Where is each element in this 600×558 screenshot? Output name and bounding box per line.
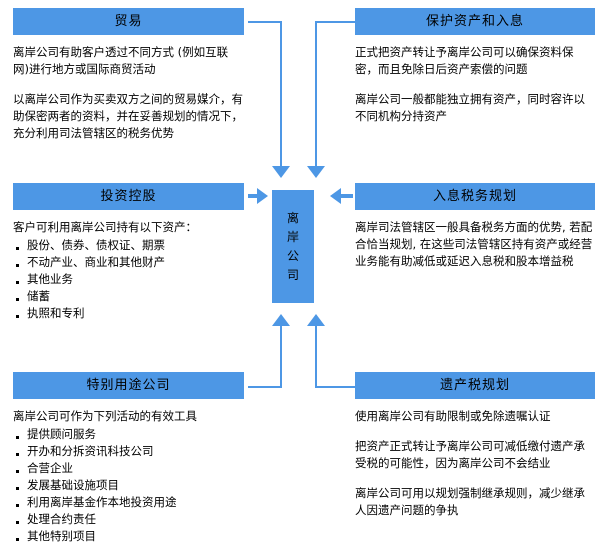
- panel-special-purpose-vehicle-lead: 离岸公司可作为下列活动的有效工具: [13, 409, 197, 423]
- list-item: 不动产业、商业和其他财产: [13, 254, 244, 271]
- list-item: 开办和分拆资讯科技公司: [13, 443, 244, 460]
- panel-estate-tax-planning-paragraph-3: 离岸公司可用以规划强制继承规则，减少继承人因遗产问题的争执: [355, 486, 585, 517]
- panel-estate-tax-planning-paragraph-2: 把资产正式转让予离岸公司可减低缴付遗产承受税的可能性，因为离岸公司不会结业: [355, 439, 585, 470]
- panel-special-purpose-vehicle-body: 离岸公司可作为下列活动的有效工具 提供顾问服务 开办和分拆资讯科技公司 合营企业…: [13, 399, 244, 545]
- panel-income-tax-planning-paragraph-1: 离岸司法管辖区一般具备税务方面的优势, 若配合恰当规划, 在这些司法管辖区持有资…: [355, 220, 593, 268]
- panel-investment-holding-lead: 客户可利用离岸公司持有以下资产：: [13, 220, 197, 234]
- panel-investment-holding-title: 投资控股: [13, 183, 244, 210]
- panel-trade-paragraph-2: 以离岸公司作为买卖双方之间的贸易媒介，有助保密两者的资料，并在妥善规划的情况下，…: [13, 92, 243, 140]
- list-item: 执照和专利: [13, 305, 244, 322]
- connector-estate-tax-planning-horizontal: [315, 386, 355, 388]
- list-item: 其他业务: [13, 271, 244, 288]
- panel-special-purpose-vehicle-list: 提供顾问服务 开办和分拆资讯科技公司 合营企业 发展基础设施项目 利用离岸基金作…: [13, 426, 244, 545]
- connector-trade-horizontal: [248, 21, 282, 23]
- list-item: 利用离岸基金作本地投资用途: [13, 494, 244, 511]
- connector-investment-holding-stub: [248, 194, 258, 198]
- connector-asset-protection-horizontal: [315, 21, 355, 23]
- center-node-offshore-company: 离岸公司: [272, 190, 314, 303]
- arrow-up-icon: [307, 314, 325, 326]
- list-item: 其他特别项目: [13, 528, 244, 545]
- arrow-up-icon: [272, 314, 290, 326]
- connector-trade-vertical: [280, 21, 282, 167]
- panel-estate-tax-planning-paragraph-1: 使用离岸公司有助限制或免除遗嘱认证: [355, 409, 551, 423]
- panel-special-purpose-vehicle-title: 特别用途公司: [13, 372, 244, 399]
- panel-estate-tax-planning-title: 遗产税规划: [355, 372, 595, 399]
- list-item: 处理合约责任: [13, 511, 244, 528]
- connector-income-tax-planning-stub: [341, 194, 353, 198]
- arrow-left-icon: [330, 188, 341, 204]
- list-item: 储蓄: [13, 288, 244, 305]
- panel-investment-holding-body: 客户可利用离岸公司持有以下资产： 股份、债券、债权证、期票 不动产业、商业和其他…: [13, 210, 244, 322]
- arrow-right-icon: [257, 188, 268, 204]
- panel-estate-tax-planning: 遗产税规划 使用离岸公司有助限制或免除遗嘱认证 把资产正式转让予离岸公司可减低缴…: [355, 372, 595, 519]
- panel-income-tax-planning: 入息税务规划 离岸司法管辖区一般具备税务方面的优势, 若配合恰当规划, 在这些司…: [355, 183, 595, 270]
- panel-investment-holding-list: 股份、债券、债权证、期票 不动产业、商业和其他财产 其他业务 储蓄 执照和专利: [13, 237, 244, 322]
- connector-special-purpose-vehicle-vertical: [280, 326, 282, 388]
- list-item: 发展基础设施项目: [13, 477, 244, 494]
- panel-trade-paragraph-1: 离岸公司有助客户透过不同方式 (例如互联网)进行地方或国际商贸活动: [13, 45, 229, 76]
- panel-asset-protection: 保护资产和入息 正式把资产转让予离岸公司可以确保资料保密，而且免除日后资产索偿的…: [355, 8, 595, 125]
- list-item: 提供顾问服务: [13, 426, 244, 443]
- panel-asset-protection-body: 正式把资产转让予离岸公司可以确保资料保密，而且免除日后资产索偿的问题 离岸公司一…: [355, 35, 595, 125]
- arrow-down-icon: [272, 166, 290, 178]
- panel-asset-protection-paragraph-2: 离岸公司一般都能独立拥有资产，同时容许以不同机构分持资产: [355, 92, 585, 123]
- list-item: 合营企业: [13, 460, 244, 477]
- panel-asset-protection-title: 保护资产和入息: [355, 8, 595, 35]
- panel-income-tax-planning-title: 入息税务规划: [355, 183, 595, 210]
- panel-investment-holding: 投资控股 客户可利用离岸公司持有以下资产： 股份、债券、债权证、期票 不动产业、…: [13, 183, 244, 322]
- panel-trade-title: 贸易: [13, 8, 244, 35]
- list-item: 股份、债券、债权证、期票: [13, 237, 244, 254]
- panel-estate-tax-planning-body: 使用离岸公司有助限制或免除遗嘱认证 把资产正式转让予离岸公司可减低缴付遗产承受税…: [355, 399, 595, 519]
- panel-asset-protection-paragraph-1: 正式把资产转让予离岸公司可以确保资料保密，而且免除日后资产索偿的问题: [355, 45, 574, 76]
- center-node-label: 离岸公司: [286, 210, 299, 282]
- connector-special-purpose-vehicle-horizontal: [248, 386, 282, 388]
- panel-income-tax-planning-body: 离岸司法管辖区一般具备税务方面的优势, 若配合恰当规划, 在这些司法管辖区持有资…: [355, 210, 595, 270]
- panel-trade-body: 离岸公司有助客户透过不同方式 (例如互联网)进行地方或国际商贸活动 以离岸公司作…: [13, 35, 244, 142]
- arrow-down-icon: [307, 166, 325, 178]
- panel-special-purpose-vehicle: 特别用途公司 离岸公司可作为下列活动的有效工具 提供顾问服务 开办和分拆资讯科技…: [13, 372, 244, 545]
- connector-asset-protection-vertical: [315, 21, 317, 167]
- connector-estate-tax-planning-vertical: [315, 326, 317, 388]
- panel-trade: 贸易 离岸公司有助客户透过不同方式 (例如互联网)进行地方或国际商贸活动 以离岸…: [13, 8, 244, 142]
